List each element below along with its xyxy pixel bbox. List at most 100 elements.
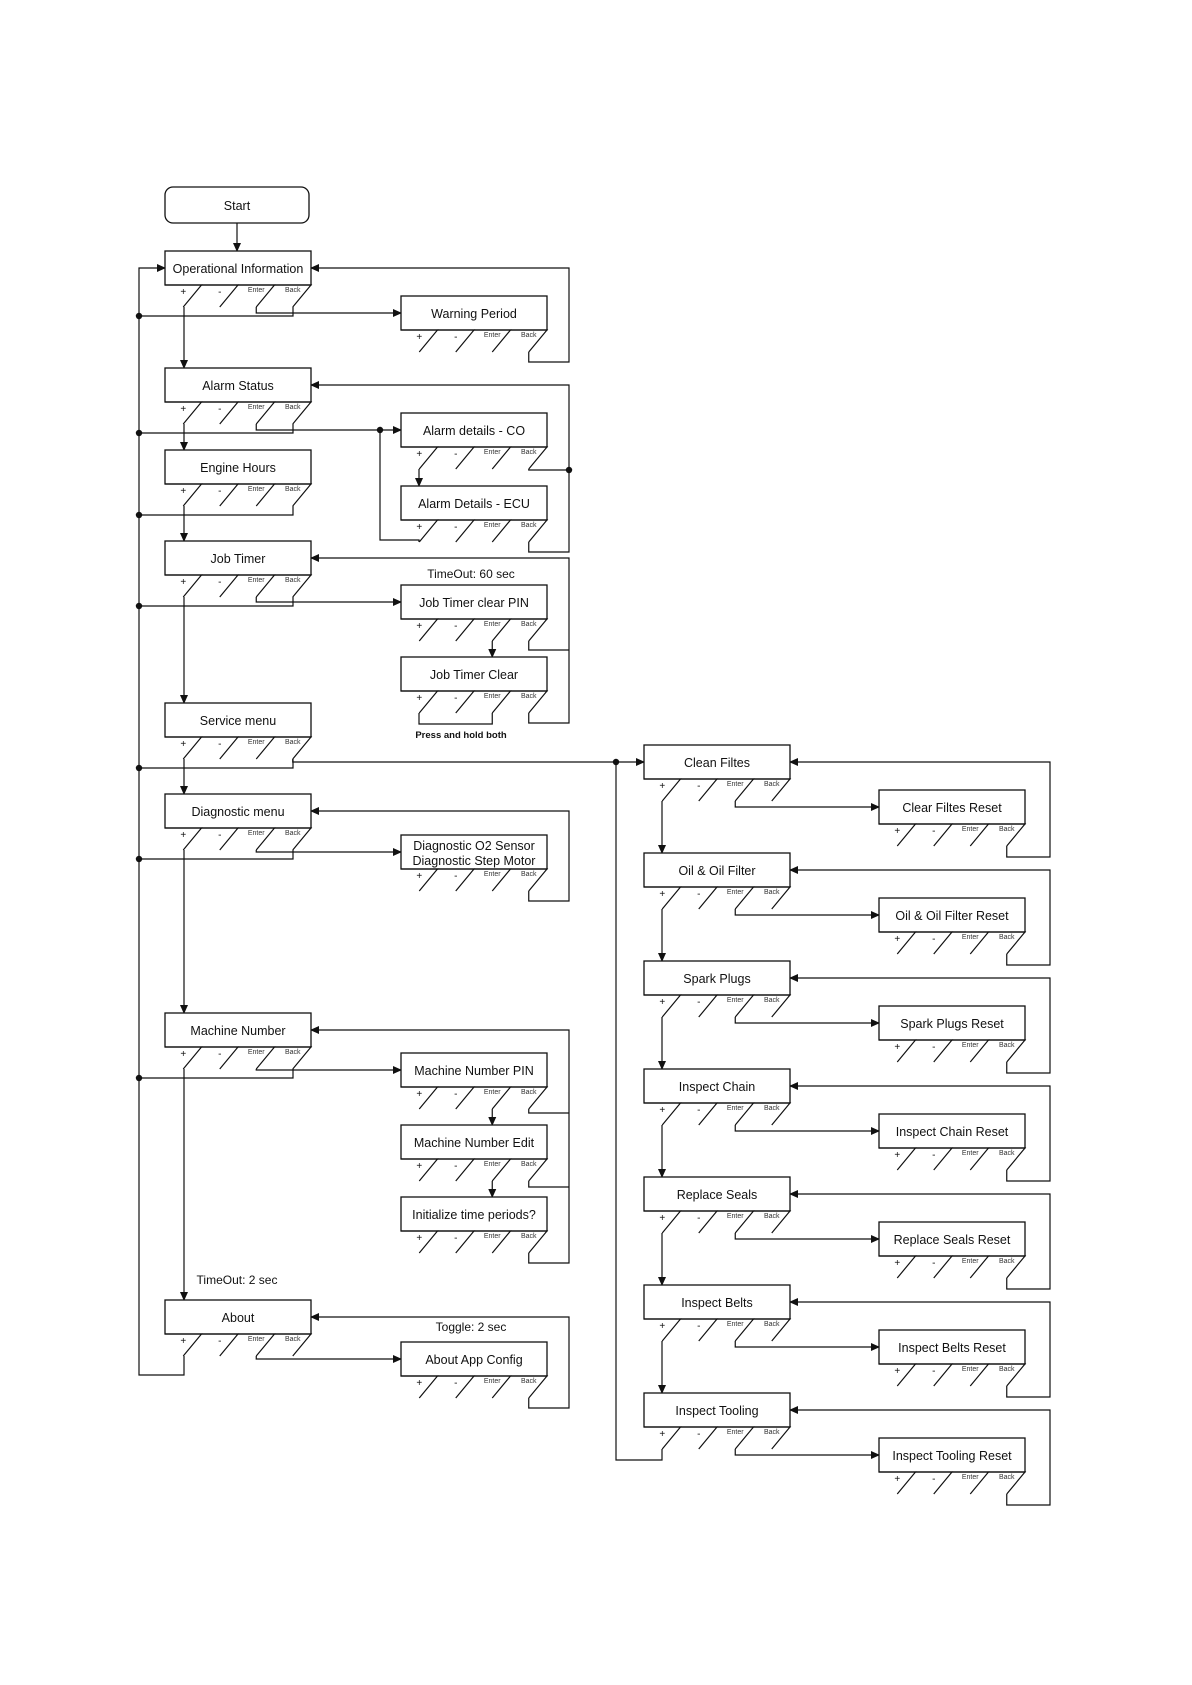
back-key[interactable]: Back bbox=[999, 1042, 1015, 1049]
back-key[interactable]: Back bbox=[285, 830, 301, 837]
minus-key[interactable]: - bbox=[218, 1336, 221, 1347]
back-key[interactable]: Back bbox=[285, 577, 301, 584]
minus-key[interactable]: - bbox=[932, 1150, 935, 1161]
minus-key[interactable]: - bbox=[697, 1429, 700, 1440]
plus-key[interactable]: + bbox=[180, 1049, 186, 1060]
enter-key[interactable]: Enter bbox=[727, 889, 744, 896]
minus-key[interactable]: - bbox=[932, 1366, 935, 1377]
minus-key[interactable]: - bbox=[932, 1258, 935, 1269]
enter-key[interactable]: Enter bbox=[484, 522, 501, 529]
plus-key[interactable]: + bbox=[416, 1161, 422, 1172]
enter-key[interactable]: Enter bbox=[727, 1429, 744, 1436]
minus-key[interactable]: - bbox=[454, 1161, 457, 1172]
back-key[interactable]: Back bbox=[764, 997, 780, 1004]
plus-key[interactable]: + bbox=[659, 997, 665, 1008]
plus-key[interactable]: + bbox=[180, 287, 186, 298]
enter-key[interactable]: Enter bbox=[962, 934, 979, 941]
minus-key[interactable]: - bbox=[697, 997, 700, 1008]
back-key[interactable]: Back bbox=[521, 1089, 537, 1096]
minus-key[interactable]: - bbox=[697, 889, 700, 900]
plus-key[interactable]: + bbox=[659, 1321, 665, 1332]
enter-key[interactable]: Enter bbox=[727, 1321, 744, 1328]
minus-key[interactable]: - bbox=[218, 287, 221, 298]
plus-key[interactable]: + bbox=[894, 1258, 900, 1269]
back-key[interactable]: Back bbox=[764, 1105, 780, 1112]
plus-key[interactable]: + bbox=[416, 1378, 422, 1389]
minus-key[interactable]: - bbox=[932, 934, 935, 945]
plus-key[interactable]: + bbox=[894, 1366, 900, 1377]
enter-key[interactable]: Enter bbox=[248, 577, 265, 584]
back-key[interactable]: Back bbox=[521, 522, 537, 529]
minus-key[interactable]: - bbox=[454, 621, 457, 632]
back-key[interactable]: Back bbox=[999, 1366, 1015, 1373]
minus-key[interactable]: - bbox=[697, 1213, 700, 1224]
enter-key[interactable]: Enter bbox=[727, 1213, 744, 1220]
plus-key[interactable]: + bbox=[416, 1233, 422, 1244]
enter-key[interactable]: Enter bbox=[484, 621, 501, 628]
enter-key[interactable]: Enter bbox=[484, 1161, 501, 1168]
minus-key[interactable]: - bbox=[697, 1321, 700, 1332]
plus-key[interactable]: + bbox=[416, 522, 422, 533]
back-key[interactable]: Back bbox=[521, 449, 537, 456]
back-key[interactable]: Back bbox=[285, 1336, 301, 1343]
back-key[interactable]: Back bbox=[521, 621, 537, 628]
enter-key[interactable]: Enter bbox=[484, 1378, 501, 1385]
back-key[interactable]: Back bbox=[285, 287, 301, 294]
enter-key[interactable]: Enter bbox=[727, 997, 744, 1004]
enter-key[interactable]: Enter bbox=[248, 1049, 265, 1056]
back-key[interactable]: Back bbox=[764, 889, 780, 896]
back-key[interactable]: Back bbox=[521, 1161, 537, 1168]
back-key[interactable]: Back bbox=[764, 781, 780, 788]
enter-key[interactable]: Enter bbox=[248, 486, 265, 493]
enter-key[interactable]: Enter bbox=[484, 332, 501, 339]
minus-key[interactable]: - bbox=[218, 1049, 221, 1060]
enter-key[interactable]: Enter bbox=[484, 871, 501, 878]
back-key[interactable]: Back bbox=[521, 1378, 537, 1385]
plus-key[interactable]: + bbox=[180, 577, 186, 588]
plus-key[interactable]: + bbox=[894, 826, 900, 837]
plus-key[interactable]: + bbox=[180, 830, 186, 841]
enter-key[interactable]: Enter bbox=[484, 693, 501, 700]
back-key[interactable]: Back bbox=[764, 1429, 780, 1436]
enter-key[interactable]: Enter bbox=[248, 1336, 265, 1343]
minus-key[interactable]: - bbox=[218, 739, 221, 750]
back-key[interactable]: Back bbox=[521, 871, 537, 878]
enter-key[interactable]: Enter bbox=[484, 1089, 501, 1096]
plus-key[interactable]: + bbox=[894, 1150, 900, 1161]
enter-key[interactable]: Enter bbox=[248, 830, 265, 837]
minus-key[interactable]: - bbox=[454, 449, 457, 460]
back-key[interactable]: Back bbox=[285, 404, 301, 411]
enter-key[interactable]: Enter bbox=[962, 1366, 979, 1373]
minus-key[interactable]: - bbox=[697, 1105, 700, 1116]
plus-key[interactable]: + bbox=[659, 1429, 665, 1440]
back-key[interactable]: Back bbox=[999, 934, 1015, 941]
minus-key[interactable]: - bbox=[454, 693, 457, 704]
plus-key[interactable]: + bbox=[416, 871, 422, 882]
enter-key[interactable]: Enter bbox=[962, 1150, 979, 1157]
back-key[interactable]: Back bbox=[764, 1213, 780, 1220]
enter-key[interactable]: Enter bbox=[962, 826, 979, 833]
back-key[interactable]: Back bbox=[999, 1258, 1015, 1265]
enter-key[interactable]: Enter bbox=[962, 1258, 979, 1265]
minus-key[interactable]: - bbox=[454, 871, 457, 882]
minus-key[interactable]: - bbox=[218, 486, 221, 497]
plus-key[interactable]: + bbox=[659, 1213, 665, 1224]
enter-key[interactable]: Enter bbox=[248, 287, 265, 294]
minus-key[interactable]: - bbox=[454, 1233, 457, 1244]
plus-key[interactable]: + bbox=[659, 781, 665, 792]
plus-key[interactable]: + bbox=[894, 1042, 900, 1053]
enter-key[interactable]: Enter bbox=[484, 1233, 501, 1240]
plus-key[interactable]: + bbox=[416, 332, 422, 343]
minus-key[interactable]: - bbox=[697, 781, 700, 792]
back-key[interactable]: Back bbox=[999, 1474, 1015, 1481]
enter-key[interactable]: Enter bbox=[962, 1042, 979, 1049]
minus-key[interactable]: - bbox=[932, 1042, 935, 1053]
plus-key[interactable]: + bbox=[180, 739, 186, 750]
minus-key[interactable]: - bbox=[454, 332, 457, 343]
enter-key[interactable]: Enter bbox=[248, 404, 265, 411]
plus-key[interactable]: + bbox=[894, 1474, 900, 1485]
minus-key[interactable]: - bbox=[454, 1378, 457, 1389]
plus-key[interactable]: + bbox=[416, 1089, 422, 1100]
enter-key[interactable]: Enter bbox=[484, 449, 501, 456]
plus-key[interactable]: + bbox=[416, 621, 422, 632]
